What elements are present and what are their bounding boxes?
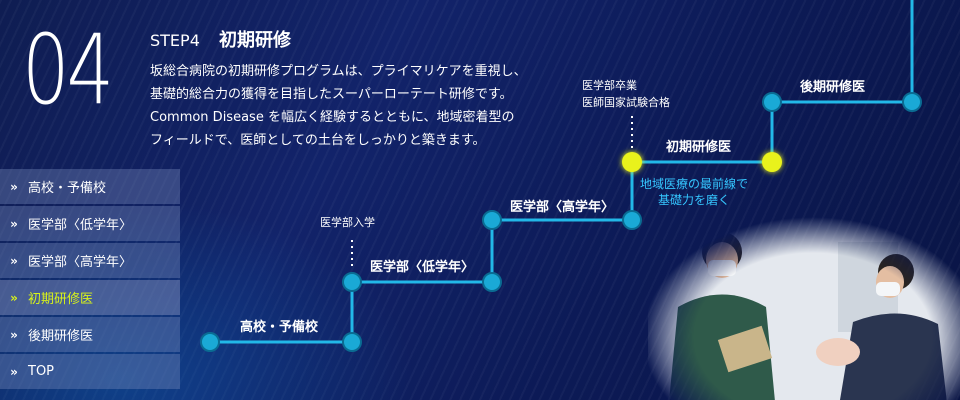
milestone-graduation-line1: 医学部卒業 xyxy=(582,79,637,92)
timeline-nodes xyxy=(200,92,922,352)
milestone-graduation: 医学部卒業 医師国家試験合格 xyxy=(582,77,670,111)
highlight-note-line1: 地域医療の最前線で xyxy=(640,177,749,191)
timeline-node xyxy=(200,332,220,352)
training-mannequin xyxy=(816,338,860,366)
timeline-node xyxy=(622,210,642,230)
stage-label-med-upper: 医学部〈高学年〉 xyxy=(510,200,615,215)
side-nav-item-label: 高校・予備校 xyxy=(28,181,107,196)
milestone-med-entry: 医学部入学 xyxy=(320,216,375,229)
stage-label-initial-resident: 初期研修医 xyxy=(666,140,732,155)
timeline-node-active xyxy=(762,152,782,172)
chevron-right-icon: » xyxy=(10,253,18,268)
timeline-node xyxy=(342,332,362,352)
step-description: 坂総合病院の初期研修プログラムは、プライマリケアを重視し、 基礎的総合力の獲得を… xyxy=(150,60,570,152)
highlight-note-line2: 基礎力を磨く xyxy=(658,193,731,207)
side-nav-item-label: 後期研修医 xyxy=(28,329,94,344)
side-nav-item-label: 医学部〈高学年〉 xyxy=(28,255,133,270)
chevron-right-icon: » xyxy=(10,364,18,379)
resident-training-photo xyxy=(648,212,960,400)
side-nav-item-initial-resident[interactable]: » 初期研修医 xyxy=(0,280,180,315)
photo-illustration xyxy=(648,212,960,400)
side-nav-item-top[interactable]: » TOP xyxy=(0,354,180,389)
chevron-right-icon: » xyxy=(10,179,18,194)
step-label: STEP4 xyxy=(150,31,200,50)
description-line: Common Disease を幅広く経験するとともに、地域密着型の xyxy=(150,110,515,125)
step-title: 初期研修 xyxy=(218,30,291,51)
side-nav-item-label: 初期研修医 xyxy=(28,292,94,307)
timeline-node xyxy=(762,92,782,112)
description-line: 基礎的総合力の獲得を目指したスーパーローテート研修です。 xyxy=(150,87,513,102)
timeline-node xyxy=(482,210,502,230)
clipboard xyxy=(717,325,773,373)
step-side-nav: » 高校・予備校 » 医学部〈低学年〉 » 医学部〈高学年〉 » 初期研修医 »… xyxy=(0,169,180,391)
chevron-right-icon: » xyxy=(10,290,18,305)
side-nav-item-highschool[interactable]: » 高校・予備校 xyxy=(0,169,180,204)
stage-label-highschool: 高校・予備校 xyxy=(240,320,319,335)
side-nav-item-label: TOP xyxy=(28,364,55,379)
nurse-mask xyxy=(876,282,900,296)
step-number: 04 xyxy=(22,14,114,126)
timeline-node-active xyxy=(622,152,642,172)
nurse-scrubs xyxy=(840,313,947,400)
side-nav-item-senior-resident[interactable]: » 後期研修医 xyxy=(0,317,180,352)
step-heading: STEP4 初期研修 xyxy=(150,26,291,52)
description-line: フィールドで、医師としての土台をしっかりと築きます。 xyxy=(150,133,486,148)
description-line: 坂総合病院の初期研修プログラムは、プライマリケアを重視し、 xyxy=(150,64,527,79)
milestone-graduation-line2: 医師国家試験合格 xyxy=(582,96,670,109)
timeline-node xyxy=(902,92,922,112)
timeline-node xyxy=(342,272,362,292)
doctor-mask xyxy=(708,260,736,276)
stage-label-med-lower: 医学部〈低学年〉 xyxy=(370,260,475,275)
timeline-node xyxy=(482,272,502,292)
chevron-right-icon: » xyxy=(10,216,18,231)
side-nav-item-label: 医学部〈低学年〉 xyxy=(28,218,133,233)
side-nav-item-med-lower[interactable]: » 医学部〈低学年〉 xyxy=(0,206,180,241)
side-nav-item-med-upper[interactable]: » 医学部〈高学年〉 xyxy=(0,243,180,278)
highlight-note: 地域医療の最前線で 基礎力を磨く xyxy=(640,176,748,208)
chevron-right-icon: » xyxy=(10,327,18,342)
stage-label-senior-resident: 後期研修医 xyxy=(800,80,866,95)
